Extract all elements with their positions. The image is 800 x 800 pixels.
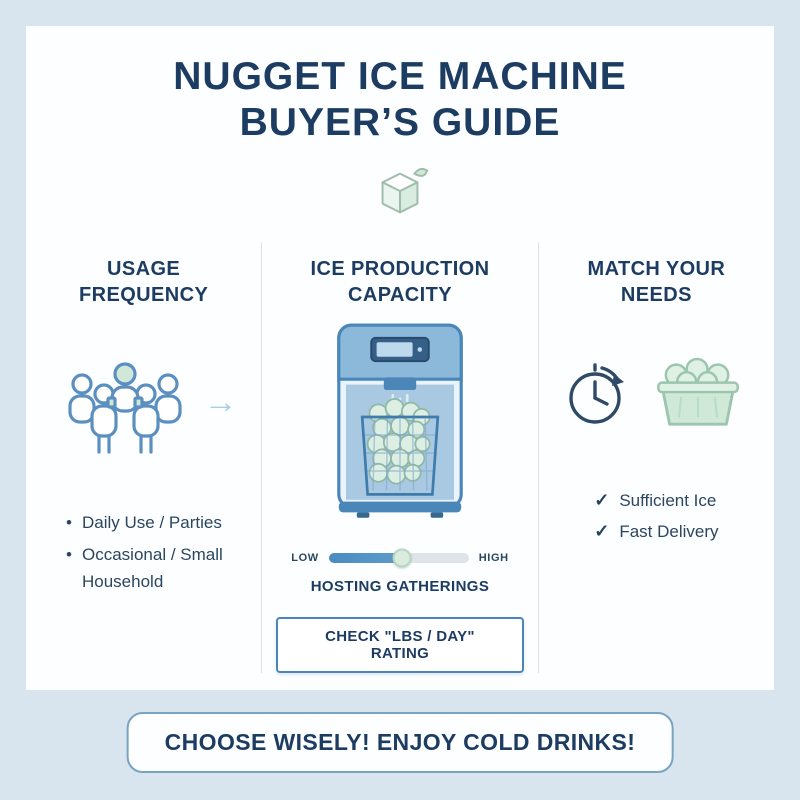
bullet-text: Daily Use / Parties xyxy=(82,513,222,533)
page-title: NUGGET ICE MACHINE BUYER’S GUIDE xyxy=(26,26,774,146)
check-icon: ✓ xyxy=(594,521,610,542)
check-label: Fast Delivery xyxy=(619,521,719,541)
lbs-per-day-rating-button[interactable]: CHECK "LBS / DAY" RATING xyxy=(276,617,524,674)
slider-low-label: LOW xyxy=(291,552,319,565)
slider-knob[interactable] xyxy=(392,548,412,568)
footer-banner: CHOOSE WISELY! ENJOY COLD DRINKS! xyxy=(126,712,674,773)
check-label: Sufficient Ice xyxy=(619,490,717,510)
match-needs-column: MATCH YOUR NEEDS xyxy=(539,242,774,673)
needs-heading-line2: NEEDS xyxy=(620,284,692,307)
check-icon: ✓ xyxy=(594,490,610,511)
clock-icon xyxy=(569,363,625,424)
list-item: Occasional / Small Household xyxy=(66,542,246,595)
footer-text: CHOOSE WISELY! ENJOY COLD DRINKS! xyxy=(164,729,636,755)
usage-frequency-column: USAGE FREQUENCY xyxy=(26,242,261,673)
capacity-heading-line1: ICE PRODUCTION xyxy=(310,258,490,281)
arrow-right-icon: → xyxy=(203,383,238,422)
list-item: Daily Use / Parties xyxy=(66,510,246,537)
usage-heading-line1: USAGE xyxy=(107,258,181,281)
ice-bucket-icon xyxy=(657,357,740,426)
needs-icon-row xyxy=(553,354,760,432)
check-item: ✓ Sufficient Ice xyxy=(594,490,718,511)
title-line1: NUGGET ICE MACHINE xyxy=(173,55,627,98)
slider-caption: HOSTING GATHERINGS xyxy=(310,578,490,596)
capacity-heading: ICE PRODUCTION CAPACITY xyxy=(276,256,524,308)
ice-machine-icon xyxy=(337,323,463,518)
needs-heading: MATCH YOUR NEEDS xyxy=(553,256,760,308)
capacity-slider: LOW HIGH xyxy=(276,548,524,568)
needs-heading-line1: MATCH YOUR xyxy=(587,258,726,281)
usage-heading: USAGE FREQUENCY xyxy=(40,256,247,308)
capacity-heading-line2: CAPACITY xyxy=(348,284,452,307)
slider-high-label: HIGH xyxy=(478,552,509,565)
people-group-icon xyxy=(68,362,182,454)
ice-cube-leaf-icon xyxy=(26,162,774,224)
usage-heading-line2: FREQUENCY xyxy=(79,284,209,307)
needs-checklist: ✓ Sufficient Ice ✓ Fast Delivery xyxy=(594,490,718,552)
usage-icon-row: → xyxy=(40,346,247,466)
ice-machine-illustration xyxy=(276,318,524,534)
columns-container: USAGE FREQUENCY xyxy=(26,242,774,674)
usage-bullet-list: Daily Use / Parties Occasional / Small H… xyxy=(66,510,246,595)
bullet-text: Occasional / Small Household xyxy=(82,545,223,591)
main-panel: NUGGET ICE MACHINE BUYER’S GUIDE USAGE F… xyxy=(26,26,774,690)
ice-production-column: ICE PRODUCTION CAPACITY xyxy=(261,242,539,674)
title-line2: BUYER’S GUIDE xyxy=(239,101,561,145)
check-item: ✓ Fast Delivery xyxy=(594,521,718,542)
slider-track[interactable] xyxy=(328,548,469,568)
